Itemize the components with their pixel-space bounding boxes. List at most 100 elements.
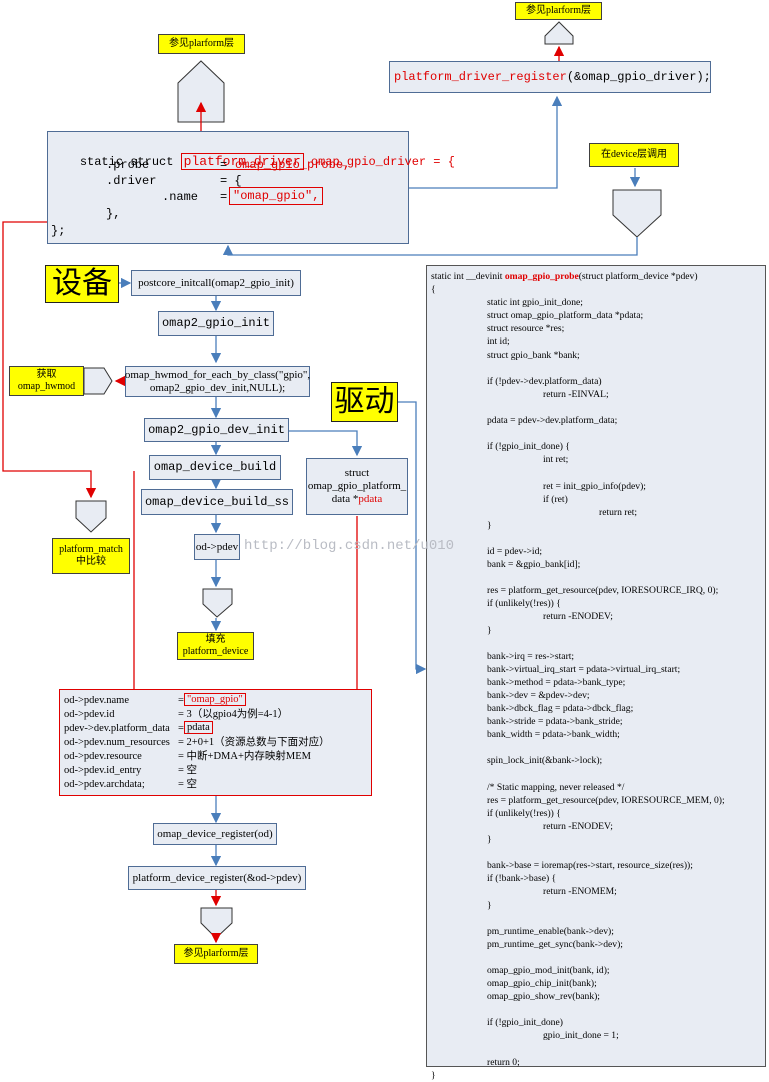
probe-code-line: pm_runtime_enable(bank->dev); — [487, 925, 614, 937]
pdev-field-value: = 3（以gpio4为例=4-1） — [178, 709, 289, 720]
fill-device-label: 填充 platform_device — [177, 632, 254, 660]
get-hwmod-label: 获取 omap_hwmod — [9, 366, 84, 396]
probe-code-line: omap_gpio_chip_init(bank); — [487, 978, 597, 990]
probe-sig-prefix: static int __devinit — [431, 271, 505, 282]
omap-device-build-box: omap_device_build — [149, 455, 281, 480]
probe-code-line: omap_gpio_show_rev(bank); — [487, 991, 600, 1003]
probe-code-line — [431, 466, 765, 479]
probe-code-line: omap_gpio_mod_init(bank, id); — [487, 964, 610, 976]
pdev-field-eq: = — [178, 695, 184, 706]
probe-code-line: ret = init_gpio_info(pdev); — [543, 480, 646, 492]
register-func: platform_driver_register — [394, 69, 567, 84]
probe-field: .probe — [106, 158, 150, 172]
driver-eq: = { — [220, 174, 242, 188]
probe-code-line: int ret; — [543, 454, 569, 466]
struct-type-name: platform_driver — [180, 153, 304, 170]
probe-code-line: return -EINVAL; — [543, 388, 609, 400]
probe-code-line: res = platform_get_resource(pdev, IORESO… — [487, 794, 725, 806]
probe-code-line: bank->dev = &pdev->dev; — [487, 690, 590, 701]
device-call-label: 在device层调用 — [589, 143, 679, 167]
driver-register-box: platform_driver_register(&omap_gpio_driv… — [389, 61, 711, 93]
pentagon-down-3 — [202, 588, 233, 618]
probe-code-line: int id; — [487, 336, 510, 348]
probe-code-line — [431, 951, 765, 964]
probe-code-line — [431, 401, 765, 414]
pentagon-down-1 — [612, 189, 662, 238]
omap2-gpio-dev-init-box: omap2_gpio_dev_init — [144, 418, 289, 442]
probe-code-line: } — [487, 624, 492, 636]
probe-code-line: struct gpio_bank *bank; — [487, 349, 580, 361]
probe-code-line: bank = &gpio_bank[id]; — [487, 559, 581, 571]
probe-code-line: gpio_init_done = 1; — [543, 1030, 619, 1042]
postcore-initcall-box: postcore_initcall(omap2_gpio_init) — [131, 270, 301, 296]
probe-sig-func: omap_gpio_probe — [504, 271, 579, 282]
probe-code-line: if (unlikely(!res)) { — [487, 807, 561, 819]
probe-code-line: bank->base = ioremap(res->start, resourc… — [487, 860, 693, 872]
pdev-field-name: od->pdev.name — [64, 695, 130, 706]
probe-code-line: } — [487, 519, 492, 531]
pdev-field-eq: = — [178, 723, 184, 734]
platform-device-register-box: platform_device_register(&od->pdev) — [128, 866, 306, 890]
driver-field: .driver — [106, 174, 157, 188]
probe-code-line — [431, 532, 765, 545]
probe-code-line: } — [487, 834, 492, 846]
probe-code-line: return -ENODEV; — [543, 611, 613, 623]
pdata-struct-box: struct omap_gpio_platform_ data *pdata — [306, 458, 408, 515]
probe-code-line: return ret; — [599, 506, 638, 518]
probe-code-line: return -ENODEV; — [543, 820, 613, 832]
probe-code-line: res = platform_get_resource(pdev, IORESO… — [487, 585, 719, 597]
name-field: .name — [162, 190, 199, 204]
probe-code-line — [431, 1043, 765, 1056]
probe-code-line: if (ret) — [543, 493, 568, 505]
close-inner: }, — [106, 207, 121, 221]
driver-big-label: 驱动 — [331, 382, 398, 422]
probe-code-line: if (!gpio_init_done) { — [487, 441, 570, 453]
probe-code-line — [431, 741, 765, 754]
probe-code-line — [431, 1003, 765, 1016]
struct-prefix: static struct — [79, 155, 181, 169]
pdata-struct-name: pdata — [358, 493, 383, 505]
probe-code-line: bank->stride = pdata->bank_stride; — [487, 716, 623, 728]
hwmod-for-each-box: omap_hwmod_for_each_by_class("gpio", oma… — [125, 366, 310, 397]
probe-value: omap_gpio_probe, — [235, 158, 351, 172]
probe-code-line: if (unlikely(!res)) { — [487, 598, 561, 610]
probe-code-line — [431, 768, 765, 781]
register-arg: (&omap_gpio_driver); — [566, 69, 711, 84]
probe-code-line — [431, 571, 765, 584]
pdev-field-name: od->pdev.archdata; — [64, 779, 145, 790]
probe-code-line — [431, 912, 765, 925]
probe-code-line — [431, 637, 765, 650]
pdev-field-name: od->pdev.num_resources — [64, 737, 170, 748]
pdev-field-name: od->pdev.id — [64, 709, 115, 720]
probe-code-line: if (!bank->base) { — [487, 873, 557, 885]
pdev-field-value: "omap_gpio" — [184, 693, 246, 706]
pdev-fields-box: od->pdev.name = "omap_gpio" od->pdev.id … — [59, 689, 372, 796]
struct-var-decl: omap_gpio_driver = { — [303, 155, 455, 169]
pdev-field-name: pdev->dev.platform_data — [64, 723, 170, 734]
pdev-field-value: = 空 — [178, 765, 198, 776]
name-eq: = — [220, 190, 228, 204]
pdata-struct-type: struct omap_gpio_platform_ data * — [307, 467, 407, 505]
probe-code-line: bank->method = pdata->bank_type; — [487, 676, 626, 688]
probe-code-line: pdata = pdev->dev.platform_data; — [487, 415, 618, 427]
omap2-gpio-init-box: omap2_gpio_init — [158, 311, 274, 336]
od-pdev-box: od->pdev — [194, 534, 240, 560]
see-platform-label-1: 参见plarform层 — [158, 34, 245, 54]
omap-device-register-box: omap_device_register(od) — [153, 823, 277, 845]
probe-code-line: bank->dbck_flag = pdata->dbck_flag; — [487, 703, 634, 715]
probe-code-line — [431, 427, 765, 440]
probe-sig-suffix: (struct platform_device *pdev) — [578, 271, 698, 282]
probe-code-line: spin_lock_init(&bank->lock); — [487, 755, 603, 767]
device-big-label: 设备 — [45, 265, 119, 303]
probe-code-line: } — [431, 1069, 436, 1081]
probe-code-line: static int gpio_init_done; — [487, 297, 583, 309]
close-outer: }; — [51, 224, 66, 238]
pdev-field-name: od->pdev.resource — [64, 751, 142, 762]
probe-signature: static int __devinit omap_gpio_probe(str… — [431, 270, 765, 283]
probe-code-line — [431, 362, 765, 375]
pentagon-right-1 — [83, 367, 113, 395]
probe-code-line: id = pdev->id; — [487, 545, 543, 557]
platform-match-label: platform_match 中比较 — [52, 538, 130, 574]
name-value: "omap_gpio", — [229, 187, 324, 205]
pdev-field-name: od->pdev.id_entry — [64, 765, 142, 776]
